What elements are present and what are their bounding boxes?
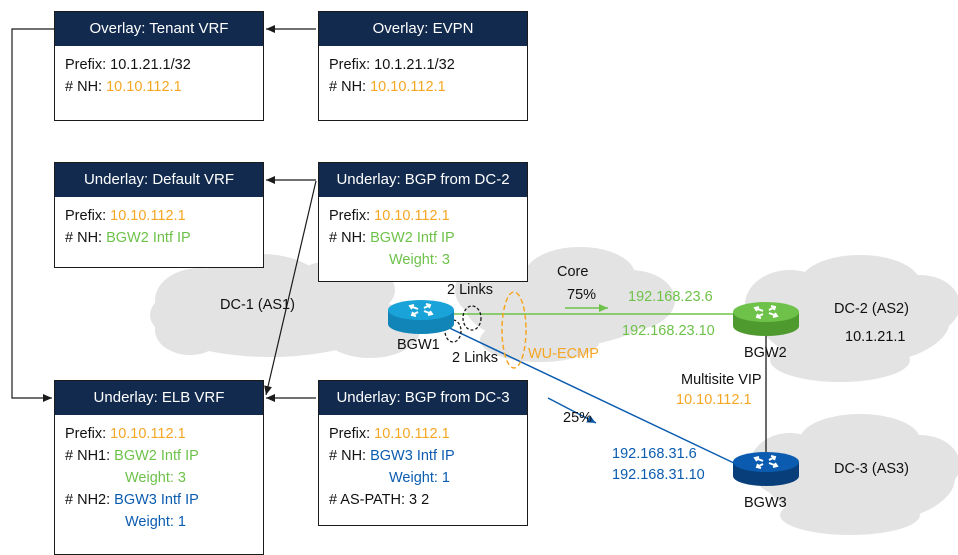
- links-indicator-bottom: [444, 319, 462, 343]
- cloud-dc2: [745, 255, 958, 382]
- nh-value: BGW3 Intf IP: [370, 448, 455, 464]
- bgp-dc3-box: Underlay: BGP from DC-3 Prefix: 10.10.11…: [318, 380, 528, 526]
- pct75-label: 75%: [567, 287, 597, 303]
- nh2-value: BGW3 Intf IP: [114, 492, 199, 508]
- evpn-box: Overlay: EVPN Prefix: 10.1.21.1/32 # NH:…: [318, 11, 528, 121]
- bgp-dc2-box: Underlay: BGP from DC-2 Prefix: 10.10.11…: [318, 162, 528, 282]
- weight2-value: Weight: 1: [125, 514, 186, 530]
- links-indicator-top: [462, 305, 482, 331]
- traffic-arrow-25: [547, 397, 597, 424]
- router-icon[interactable]: [733, 302, 799, 336]
- nh-label: # NH:: [329, 230, 367, 246]
- links-bottom-label: 2 Links: [452, 350, 498, 366]
- dc1-label: DC-1 (AS1): [220, 297, 295, 313]
- nh-label: # NH:: [329, 79, 367, 95]
- prefix-value: 10.1.21.1/32: [110, 57, 191, 73]
- ip-23-6-label: 192.168.23.6: [628, 289, 713, 305]
- prefix-value: 10.10.112.1: [374, 426, 450, 442]
- router-icon[interactable]: [733, 452, 799, 486]
- prefix-label: Prefix:: [65, 426, 107, 442]
- box-title: Underlay: Default VRF: [55, 163, 263, 197]
- pct25-label: 25%: [563, 410, 593, 426]
- nh-label: # NH:: [329, 448, 367, 464]
- nh-label: # NH:: [65, 79, 103, 95]
- nh-value: BGW2 Intf IP: [370, 230, 455, 246]
- aspath-value: # AS-PATH: 3 2: [329, 492, 430, 508]
- arrow-tenant-to-elb: [11, 28, 54, 402]
- nh-value: 10.10.112.1: [370, 79, 446, 95]
- cloud-dc1: [150, 254, 420, 358]
- bgw2-label: BGW2: [744, 345, 787, 361]
- box-title: Underlay: BGP from DC-2: [319, 163, 527, 197]
- link-bgw1-bgw3: [419, 313, 737, 465]
- prefix-label: Prefix:: [329, 57, 371, 73]
- wu-ecmp-ellipse: [501, 291, 527, 369]
- arrow-bgp2-to-elb: [264, 180, 317, 396]
- nh1-label: # NH1:: [65, 448, 111, 464]
- dc2-label: DC-2 (AS2): [834, 301, 909, 317]
- nh2-label: # NH2:: [65, 492, 111, 508]
- bgw3-label: BGW3: [744, 495, 787, 511]
- vip-ip-label: 10.10.112.1: [676, 392, 752, 408]
- box-title: Overlay: EVPN: [319, 12, 527, 46]
- tenant-vrf-box: Overlay: Tenant VRF Prefix: 10.1.21.1/32…: [54, 11, 264, 121]
- wu-ecmp-label: WU-ECMP: [528, 346, 599, 362]
- core-label: Core: [557, 264, 589, 280]
- default-vrf-box: Underlay: Default VRF Prefix: 10.10.112.…: [54, 162, 264, 268]
- bgw1-label: BGW1: [397, 337, 440, 353]
- nh-value: 10.10.112.1: [106, 79, 182, 95]
- multisite-vip-label: Multisite VIP: [681, 372, 762, 388]
- box-title: Underlay: BGP from DC-3: [319, 381, 527, 415]
- weight-value: Weight: 1: [389, 470, 450, 486]
- prefix-label: Prefix:: [65, 208, 107, 224]
- ip-31-6-label: 192.168.31.6: [612, 446, 697, 462]
- prefix-value: 10.1.21.1/32: [374, 57, 455, 73]
- dc3-label: DC-3 (AS3): [834, 461, 909, 477]
- weight1-value: Weight: 3: [125, 470, 186, 486]
- box-title: Underlay: ELB VRF: [55, 381, 263, 415]
- ip-23-10-label: 192.168.23.10: [622, 323, 715, 339]
- prefix-label: Prefix:: [329, 208, 371, 224]
- prefix-value: 10.10.112.1: [110, 208, 186, 224]
- prefix-value: 10.10.112.1: [374, 208, 450, 224]
- prefix-value: 10.10.112.1: [110, 426, 186, 442]
- dc2-prefix-label: 10.1.21.1: [845, 329, 906, 345]
- weight-value: Weight: 3: [389, 252, 450, 268]
- links-top-label: 2 Links: [447, 282, 493, 298]
- elb-vrf-box: Underlay: ELB VRF Prefix: 10.10.112.1 # …: [54, 380, 264, 555]
- prefix-label: Prefix:: [65, 57, 107, 73]
- nh1-value: BGW2 Intf IP: [114, 448, 199, 464]
- prefix-label: Prefix:: [329, 426, 371, 442]
- ip-31-10-label: 192.168.31.10: [612, 467, 705, 483]
- nh-label: # NH:: [65, 230, 103, 246]
- router-icon[interactable]: [388, 300, 454, 334]
- box-title: Overlay: Tenant VRF: [55, 12, 263, 46]
- nh-value: BGW2 Intf IP: [106, 230, 191, 246]
